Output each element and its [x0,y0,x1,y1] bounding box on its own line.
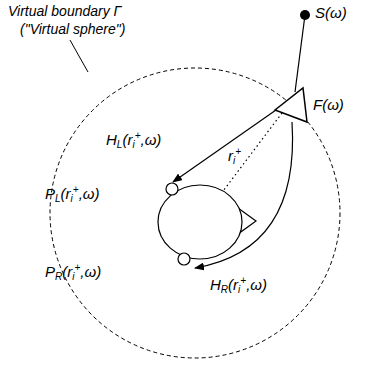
subscript: i [233,155,235,166]
superscript: + [74,262,80,273]
subscript: L [55,193,61,204]
superscript: + [135,130,141,141]
subscript: R [221,284,228,295]
virtual-sphere [50,68,340,358]
subscript: i [72,271,74,282]
transfer-label: HR(ri+,ω) [210,275,267,295]
transfer-label: HL(ri+,ω) [106,130,161,150]
superscript: + [235,146,241,157]
subscript: R [55,271,62,282]
boundary-label: Virtual boundary Γ [8,4,122,19]
loudspeaker [275,88,307,122]
subscript: i [238,284,240,295]
right-ear [178,253,190,265]
source-label: S(ω) [315,5,347,22]
subscript: i [71,193,73,204]
superscript: + [240,275,246,286]
leader-line [70,40,88,72]
subscript: L [117,139,123,150]
filter-label: F(ω) [313,97,344,114]
source-line [295,15,305,92]
subscript: i [132,139,134,150]
transfer-arrow-left [173,110,276,182]
head [158,185,242,259]
left-ear [166,183,178,195]
pressure-label: PR(ri+,ω) [45,262,101,282]
superscript: + [73,184,79,195]
boundary-label: ("Virtual sphere") [20,22,125,37]
pressure-label: PL(ri+,ω) [45,184,100,204]
distance-label: ri+ [228,146,241,166]
